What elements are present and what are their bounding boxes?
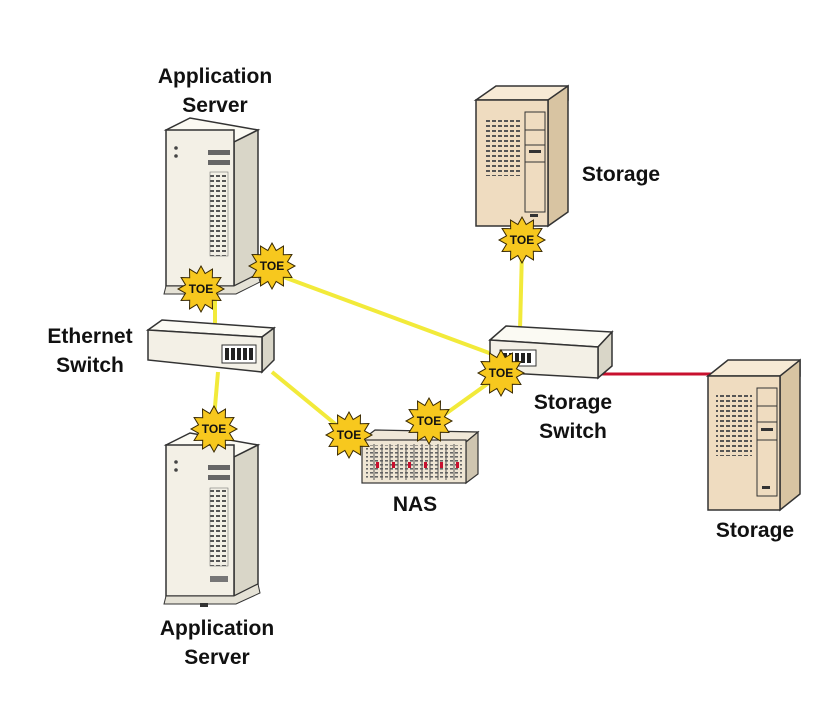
- toe-badge: TOE: [176, 264, 226, 314]
- toe-badge: TOE: [324, 410, 374, 460]
- storage-right-device: [705, 358, 801, 512]
- label-storage-top: Storage: [581, 163, 661, 186]
- svg-text:TOE: TOE: [489, 366, 513, 380]
- toe-badges: TOE TOE TOE TOE TOE TOE: [176, 215, 547, 460]
- nas-device: [360, 429, 480, 485]
- application-server-bottom: [163, 432, 261, 607]
- label-application-server-bottom: Application Server: [159, 617, 275, 669]
- label-nas: NAS: [392, 493, 438, 516]
- application-server-top: [163, 117, 261, 295]
- link-ethernet-switch-to-nas: [270, 370, 347, 434]
- link-appserver-top-to-storage-switch: [269, 270, 501, 359]
- svg-text:TOE: TOE: [189, 282, 213, 296]
- label-storage-switch: Storage Switch: [533, 391, 613, 443]
- toe-badge: TOE: [247, 241, 297, 291]
- svg-text:TOE: TOE: [417, 414, 441, 428]
- svg-text:TOE: TOE: [260, 259, 284, 273]
- ethernet-switch-device: [145, 319, 277, 374]
- svg-text:TOE: TOE: [510, 233, 534, 247]
- toe-badge: TOE: [476, 348, 526, 398]
- toe-badge: TOE: [189, 404, 239, 454]
- svg-text:TOE: TOE: [337, 428, 361, 442]
- label-storage-right: Storage: [715, 519, 795, 542]
- toe-badge: TOE: [404, 396, 454, 446]
- label-application-server-top: Application Server: [157, 65, 273, 117]
- label-ethernet-switch: Ethernet Switch: [47, 325, 133, 377]
- toe-badge: TOE: [497, 215, 547, 265]
- svg-text:TOE: TOE: [202, 422, 226, 436]
- storage-top-device: [473, 84, 569, 228]
